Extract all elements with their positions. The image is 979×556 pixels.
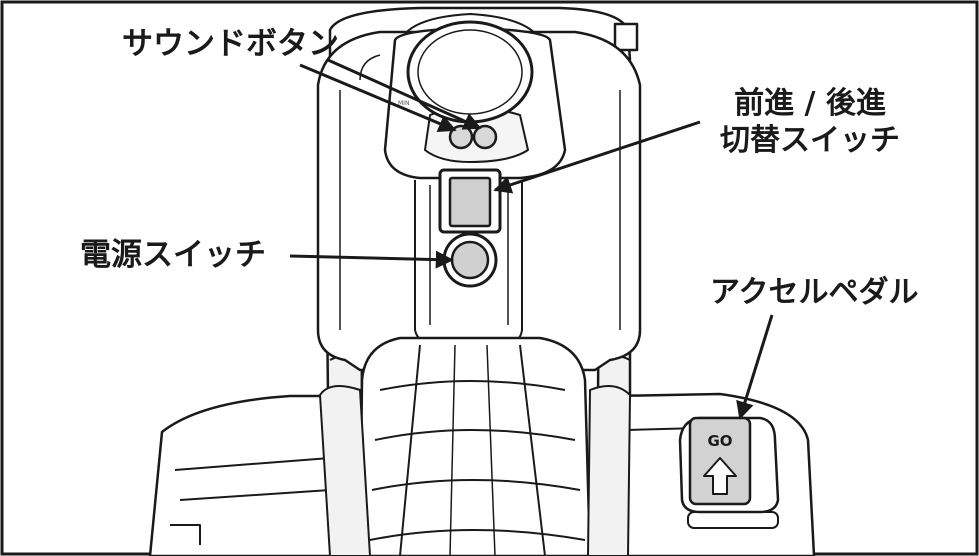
fuel-cap (406, 20, 534, 124)
accelerator-pedal[interactable] (678, 416, 780, 514)
leader-sound-left (299, 63, 457, 133)
leader-direction-switch (493, 120, 701, 194)
power-switch[interactable] (450, 240, 490, 280)
arrow-up-icon (703, 457, 737, 495)
leader-sound-right (327, 58, 482, 130)
svg-text:MIN: MIN (398, 100, 409, 107)
left-fender (148, 394, 367, 556)
pedal-go-label: GO (707, 432, 732, 450)
leader-power-switch (289, 250, 454, 269)
label-sound-button: サウンドボタン (122, 26, 339, 62)
seat-front (358, 336, 592, 556)
label-accelerator-pedal: アクセルペダル (710, 275, 919, 310)
label-power-switch: 電源スイッチ (80, 237, 266, 273)
sound-button-right[interactable] (472, 124, 498, 150)
direction-switch[interactable] (448, 176, 492, 228)
leader-lines (289, 58, 774, 420)
leader-accelerator (736, 314, 774, 420)
label-direction-switch-line2: 切替スイッチ (720, 123, 900, 158)
label-direction-switch-line1: 前進 / 後進 (734, 86, 886, 121)
